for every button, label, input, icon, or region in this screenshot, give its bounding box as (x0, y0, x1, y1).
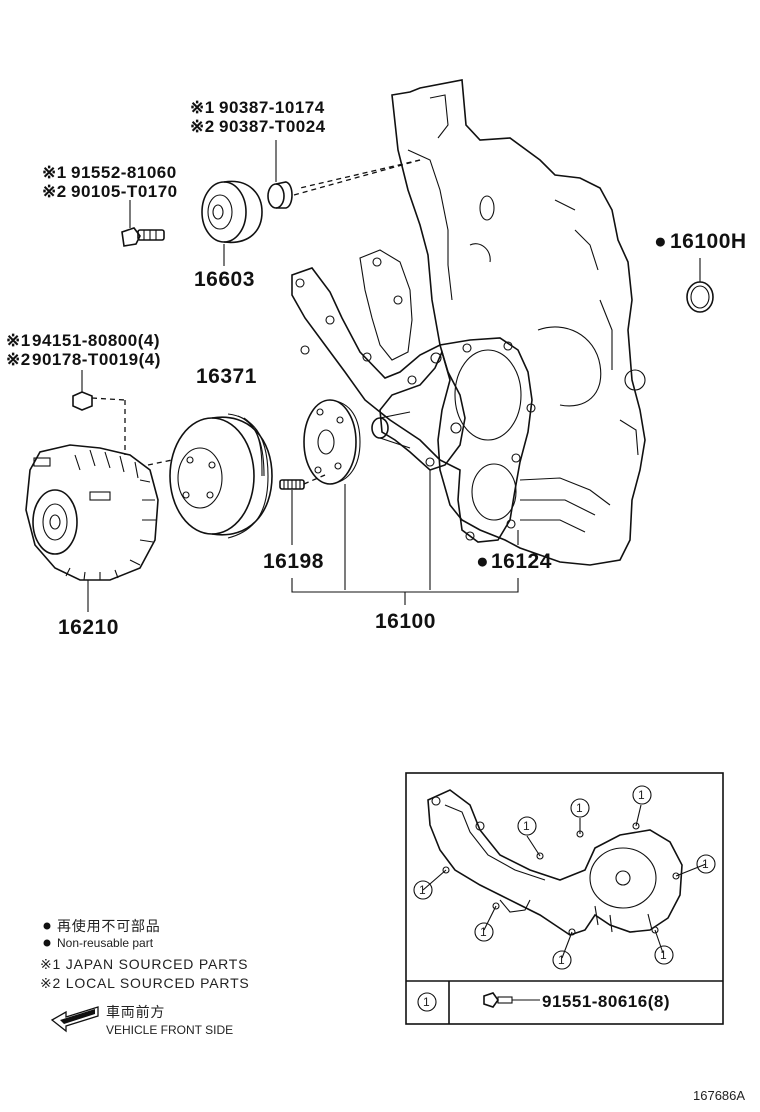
bullet-16124: ● (476, 550, 489, 573)
legend-nonreusable-jp: 再使用不可部品 (57, 918, 161, 934)
label-idler-spacer-japan: 90387-10174 (219, 98, 325, 117)
callout-1-a: 1 (517, 816, 537, 836)
mark-local-bolt: ※2 (42, 182, 67, 201)
callout-1-d: 1 (696, 854, 716, 874)
legend-bullet-jp (43, 922, 51, 930)
label-16100H: 16100H (670, 230, 747, 253)
legend: 再使用不可部品 Non-reusable part ※1 JAPAN SOURC… (40, 918, 250, 1037)
svg-text:1: 1 (423, 995, 430, 1009)
svg-text:1: 1 (523, 819, 530, 833)
label-16100: 16100 (375, 610, 436, 633)
leader-lines (87, 470, 519, 612)
bullet-16100H: ● (654, 230, 667, 253)
svg-text:1: 1 (660, 948, 667, 962)
figure-id: 167686A (693, 1088, 745, 1103)
inset-bolt-icon (483, 992, 540, 1008)
mark-local-nut: ※2 (6, 350, 31, 369)
svg-text:1: 1 (702, 857, 709, 871)
label-idler-bolt-japan: 91552-81060 (71, 163, 177, 182)
water-pump-body (371, 349, 466, 471)
idler-spacer (267, 140, 421, 209)
svg-text:1: 1 (576, 801, 583, 815)
fan-clutch-16210 (25, 400, 159, 581)
legend-bullet-en (43, 939, 51, 947)
mark-japan-spacer: ※1 (190, 98, 215, 117)
water-pump-gasket (291, 249, 536, 543)
idler-bolt (121, 200, 165, 247)
callout-1-e: 1 (654, 945, 674, 965)
callout-1-c: 1 (632, 785, 652, 805)
label-16198: 16198 (263, 550, 324, 573)
callout-1-g: 1 (474, 922, 494, 942)
stud-bolt-16198 (279, 474, 326, 490)
label-fan-nut-local: 90178-T0019(4) (32, 350, 161, 369)
inset-bolt-part-number: 91551-80616(8) (542, 992, 670, 1011)
label-16371: 16371 (196, 365, 257, 388)
pump-pulley-flange (303, 399, 361, 485)
mark-local-spacer: ※2 (190, 117, 215, 136)
label-16124: 16124 (491, 550, 552, 573)
o-ring-16100H (686, 258, 714, 313)
bolt-location-inset: 1 1 1 1 1 1 1 1 1 91551-80616(8) (405, 772, 724, 1025)
label-idler-bolt-local: 90105-T0170 (71, 182, 178, 201)
label-fan-nut-japan: 94151-80800(4) (32, 331, 160, 350)
label-16210: 16210 (58, 616, 119, 639)
callout-1-legend: 1 (417, 992, 437, 1012)
callout-1-f: 1 (552, 950, 572, 970)
label-idler-spacer-local: 90387-T0024 (219, 117, 326, 136)
mark-japan-bolt: ※1 (42, 163, 67, 182)
legend-japan-sourced: ※1 JAPAN SOURCED PARTS (40, 956, 248, 972)
svg-text:1: 1 (480, 925, 487, 939)
front-arrow-shade (60, 1009, 95, 1024)
pulley-16371 (147, 413, 273, 539)
callout-1-b: 1 (570, 798, 590, 818)
legend-local-sourced: ※2 LOCAL SOURCED PARTS (40, 975, 250, 991)
svg-text:1: 1 (558, 953, 565, 967)
label-16603: 16603 (194, 268, 255, 291)
legend-front-jp: 車両前方 (106, 1004, 165, 1020)
svg-text:1: 1 (638, 788, 645, 802)
svg-text:1: 1 (419, 883, 426, 897)
mark-japan-nut: ※1 (6, 331, 31, 350)
legend-front-en: VEHICLE FRONT SIDE (106, 1023, 233, 1037)
idler-pulley-16603 (201, 180, 263, 266)
callout-1-h: 1 (413, 880, 433, 900)
legend-nonreusable-en: Non-reusable part (57, 936, 154, 950)
fan-nut (72, 370, 126, 411)
